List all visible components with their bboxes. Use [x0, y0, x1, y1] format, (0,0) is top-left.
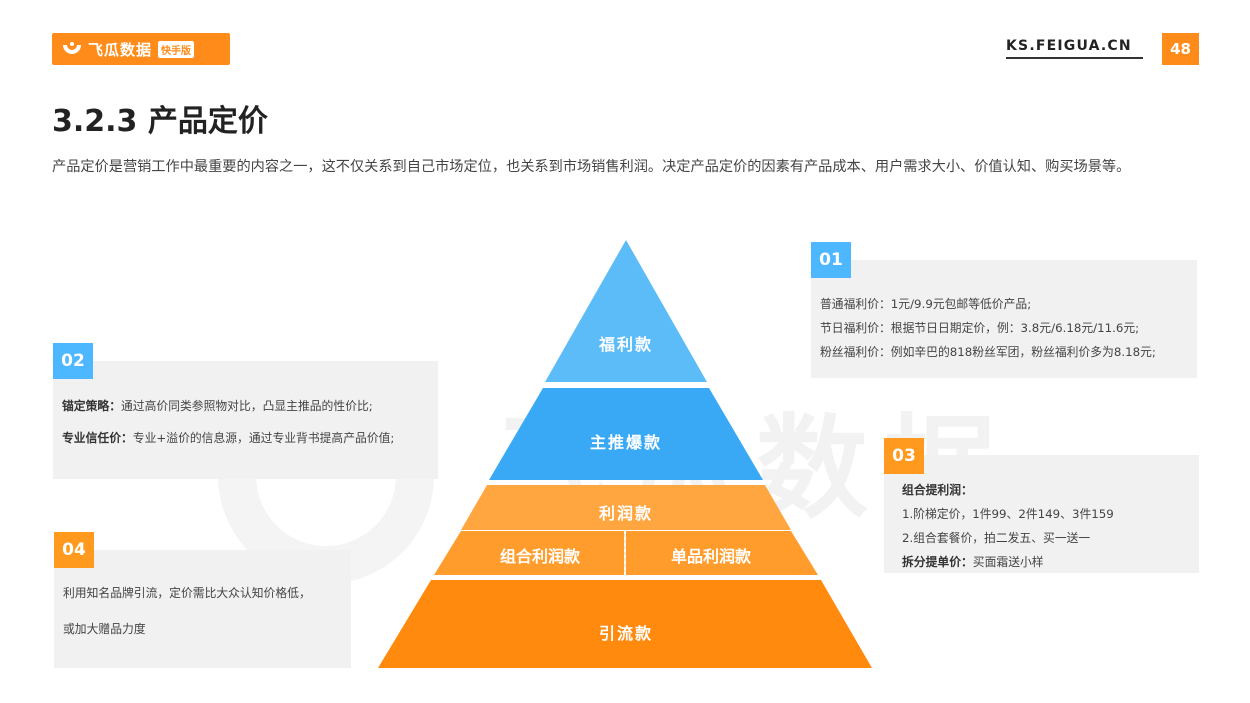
box-03-line-4: 拆分提单价：买面霜送小样: [902, 550, 1199, 574]
info-box-01: 普通福利价：1元/9.9元包邮等低价产品; 节日福利价：根据节日日期定价，例：3…: [811, 260, 1197, 378]
tier-label-profit: 利润款: [598, 504, 654, 523]
logo-badge: 快手版: [158, 40, 195, 58]
melon-logo-icon: [63, 42, 81, 54]
intro-paragraph: 产品定价是营销工作中最重要的内容之一，这不仅关系到自己市场定位，也关系到市场销售…: [52, 159, 1131, 175]
tier-combo-profit: [434, 531, 624, 575]
box-02-line-2-text: 专业+溢价的信息源，通过专业背书提高产品价值;: [132, 431, 395, 445]
info-box-02: 锚定策略：通过高价同类参照物对比，凸显主推品的性价比; 专业信任价：专业+溢价的…: [53, 361, 438, 479]
info-box-04: 利用知名品牌引流，定价需比大众认知价格低， 或加大赠品力度: [54, 550, 351, 668]
info-box-03: 组合提利润： 1.阶梯定价，1件99、2件149、3件159 2.组合套餐价，拍…: [884, 455, 1199, 573]
box-04-line-1: 利用知名品牌引流，定价需比大众认知价格低，: [63, 586, 311, 600]
box-03-line-1-label: 组合提利润：: [902, 483, 973, 497]
box-01-line-3: 粉丝福利价：例如辛巴的818粉丝军团，粉丝福利价多为8.18元;: [820, 345, 1156, 359]
tier-welfare: [545, 240, 707, 382]
box-01-number-badge: 01: [811, 242, 851, 278]
page-title: 3.2.3 产品定价: [52, 104, 268, 139]
box-01-line-1: 普通福利价：1元/9.9元包邮等低价产品;: [820, 297, 1032, 311]
tier-traffic: [378, 580, 872, 668]
tier-label-welfare: 福利款: [598, 335, 654, 354]
box-01-line-2: 节日福利价：根据节日日期定价，例：3.8元/6.18元/11.6元;: [820, 321, 1140, 335]
logo-text: 飞瓜数据: [88, 40, 153, 59]
box-02-line-2-label: 专业信任价：: [62, 431, 133, 445]
site-url[interactable]: KS.FEIGUA.CN: [1006, 38, 1143, 59]
box-03-line-4-label: 拆分提单价：: [902, 555, 973, 569]
tier-label-hot-main: 主推爆款: [589, 433, 663, 452]
box-03-line-4-text: 买面霜送小样: [972, 555, 1044, 569]
box-03-number-badge: 03: [884, 438, 924, 474]
page-number: 48: [1162, 33, 1199, 65]
box-03-line-1: 组合提利润：: [902, 478, 1199, 502]
tier-single-profit: [626, 531, 818, 575]
tier-label-traffic: 引流款: [598, 624, 654, 643]
box-02-line-2: 专业信任价：专业+溢价的信息源，通过专业背书提高产品价值;: [62, 426, 438, 450]
box-02-line-1-text: 通过高价同类参照物对比，凸显主推品的性价比;: [121, 399, 373, 413]
tier-hot-main: [489, 388, 763, 480]
box-04-number-badge: 04: [54, 532, 94, 568]
tier-profit: [461, 485, 791, 530]
tier-label-combo-profit: 组合利润款: [499, 547, 581, 566]
box-04-line-2: 或加大赠品力度: [63, 622, 146, 636]
box-02-number-badge: 02: [53, 343, 93, 379]
box-03-line-2: 1.阶梯定价，1件99、2件149、3件159: [902, 507, 1114, 521]
tier-label-single-profit: 单品利润款: [670, 547, 752, 566]
box-02-line-1: 锚定策略：通过高价同类参照物对比，凸显主推品的性价比;: [62, 394, 438, 418]
box-02-line-1-label: 锚定策略：: [62, 399, 121, 413]
brand-logo[interactable]: 飞瓜数据 快手版: [52, 33, 230, 65]
box-03-line-3: 2.组合套餐价，拍二发五、买一送一: [902, 531, 1091, 545]
